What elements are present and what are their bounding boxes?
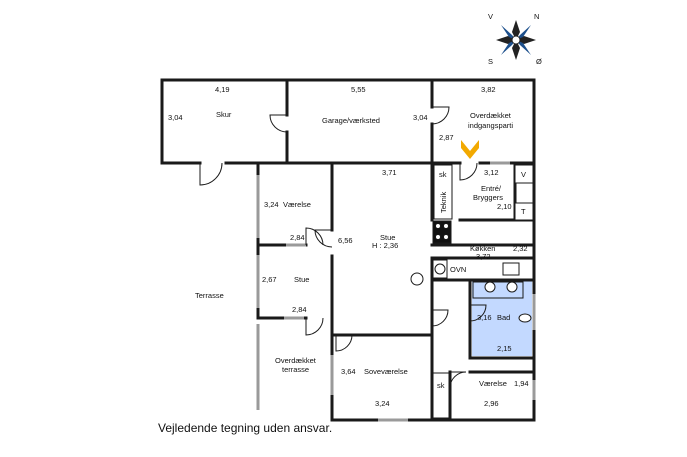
indgang-name2: indgangsparti <box>468 121 513 130</box>
compass-o: Ø <box>536 57 542 66</box>
entre-v: V <box>521 170 526 179</box>
bad-name: Bad <box>497 313 510 322</box>
garage-width: 5,55 <box>351 85 366 94</box>
terrasse-name: Terrasse <box>195 291 224 300</box>
utility-v <box>514 164 534 184</box>
skur-width: 4,19 <box>215 85 230 94</box>
vaerelse1-name: Værelse <box>283 200 311 209</box>
stue2-width: 2,84 <box>292 305 307 314</box>
overdaekket-terrasse-name1: Overdækket <box>275 356 317 365</box>
sk-closet-bedroom <box>432 372 450 419</box>
door-swings <box>199 106 487 389</box>
shower <box>472 281 524 299</box>
vaerelse2-sk: sk <box>437 381 445 390</box>
wood-stove <box>410 272 424 286</box>
stue-main-ceiling: H : 2,36 <box>372 241 398 250</box>
entre-height: 2,10 <box>497 202 512 211</box>
kitchen-sink <box>502 262 520 276</box>
compass-v: V <box>488 12 493 21</box>
koekken-width: 3,72 <box>476 252 491 261</box>
skur-name: Skur <box>216 110 232 119</box>
bad-width: 2,15 <box>497 344 512 353</box>
entre-name2: Bryggers <box>473 193 503 202</box>
toilet <box>518 313 532 323</box>
koekken-height: 2,32 <box>513 244 528 253</box>
indgang-height: 2,87 <box>439 133 454 142</box>
compass-n: N <box>534 12 539 21</box>
vaerelse2-height: 1,94 <box>514 379 529 388</box>
disclaimer-text: Vejledende tegning uden ansvar. <box>158 421 333 435</box>
sovevaerelse-width: 3,24 <box>375 399 390 408</box>
bad-height: 3,16 <box>477 313 492 322</box>
stue-main-name: Stue <box>380 233 395 242</box>
indgang-name1: Overdækket <box>470 111 512 120</box>
bath-sink-1 <box>484 281 496 293</box>
fixtures <box>410 164 534 419</box>
stue2-height: 2,67 <box>262 275 277 284</box>
sovevaerelse-name: Soveværelse <box>364 367 408 376</box>
garage-name: Garage/værksted <box>322 116 380 125</box>
entre-width: 3,12 <box>484 168 499 177</box>
windows <box>256 161 536 422</box>
stue-main-width: 3,71 <box>382 168 397 177</box>
koekken-ovn: OVN <box>450 265 466 274</box>
sovevaerelse-height: 3,64 <box>341 367 356 376</box>
garage-height: 3,04 <box>413 113 428 122</box>
vaerelse2-width: 2,96 <box>484 399 499 408</box>
overdaekket-terrasse-name2: terrasse <box>282 365 309 374</box>
utility-t <box>514 202 534 221</box>
teknik-sk: sk <box>439 170 447 179</box>
teknik-name: Teknik <box>439 191 448 213</box>
entre-name1: Entré/ <box>481 184 502 193</box>
compass-s: S <box>488 57 493 66</box>
stue2-name: Stue <box>294 275 309 284</box>
skur-height: 3,04 <box>168 113 183 122</box>
bath-sink-2 <box>506 281 518 293</box>
entry-arrow <box>461 140 479 159</box>
koekken-name: Køkken <box>470 244 495 253</box>
vaerelse1-height: 3,24 <box>264 200 279 209</box>
vaerelse2-name: Værelse <box>479 379 507 388</box>
stue-main-height: 6,56 <box>338 236 353 245</box>
entre-t: T <box>521 207 526 216</box>
indgang-width: 3,82 <box>481 85 496 94</box>
compass-rose <box>496 20 536 60</box>
vaerelse1-width: 2,84 <box>290 233 305 242</box>
